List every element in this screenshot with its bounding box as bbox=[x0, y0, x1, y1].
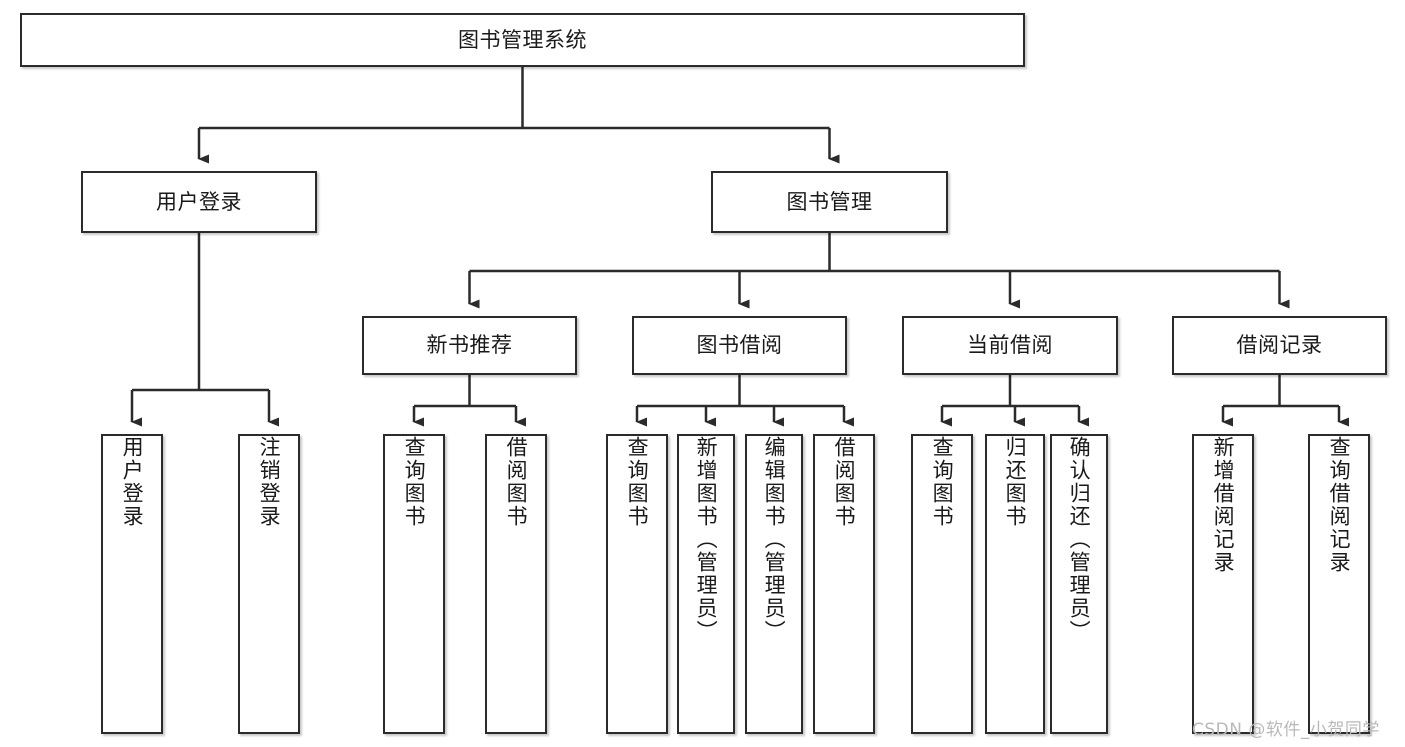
node-leaf-user-login-label: 用户登录 bbox=[120, 436, 145, 528]
node-leaf-add-borrow-record-label: 新增借阅记录 bbox=[1211, 436, 1236, 574]
node-leaf-query-book-3[interactable]: 查询图书 bbox=[911, 434, 973, 734]
node-leaf-user-login[interactable]: 用户登录 bbox=[101, 434, 163, 734]
node-current-borrow-label: 当前借阅 bbox=[967, 333, 1053, 358]
node-book-manage[interactable]: 图书管理 bbox=[711, 171, 948, 233]
node-leaf-query-borrow-record-label: 查询借阅记录 bbox=[1327, 436, 1352, 574]
node-leaf-user-logout-label: 注销登录 bbox=[257, 436, 282, 528]
node-book-borrow[interactable]: 图书借阅 bbox=[632, 316, 847, 375]
node-leaf-borrow-book-2-label: 借阅图书 bbox=[832, 436, 857, 528]
node-leaf-confirm-return-admin-label: 确认归还（管理员） bbox=[1067, 436, 1092, 643]
node-root-label: 图书管理系统 bbox=[458, 27, 587, 52]
node-user-login[interactable]: 用户登录 bbox=[81, 171, 317, 233]
node-leaf-query-book-1-label: 查询图书 bbox=[402, 436, 427, 528]
node-leaf-confirm-return-admin[interactable]: 确认归还（管理员） bbox=[1050, 434, 1108, 734]
node-book-borrow-label: 图书借阅 bbox=[696, 333, 783, 358]
node-new-book-recommend-label: 新书推荐 bbox=[426, 333, 513, 358]
node-leaf-return-book[interactable]: 归还图书 bbox=[985, 434, 1045, 734]
node-leaf-query-book-2[interactable]: 查询图书 bbox=[606, 434, 668, 734]
node-borrow-record[interactable]: 借阅记录 bbox=[1172, 316, 1387, 375]
node-leaf-query-book-2-label: 查询图书 bbox=[625, 436, 650, 528]
node-current-borrow[interactable]: 当前借阅 bbox=[902, 316, 1118, 375]
node-leaf-edit-book-admin[interactable]: 编辑图书（管理员） bbox=[745, 434, 803, 734]
node-leaf-edit-book-admin-label: 编辑图书（管理员） bbox=[762, 436, 787, 643]
node-leaf-borrow-book-2[interactable]: 借阅图书 bbox=[813, 434, 875, 734]
node-leaf-add-book-admin[interactable]: 新增图书（管理员） bbox=[677, 434, 735, 734]
node-leaf-add-book-admin-label: 新增图书（管理员） bbox=[694, 436, 719, 643]
node-leaf-add-borrow-record[interactable]: 新增借阅记录 bbox=[1192, 434, 1254, 734]
node-borrow-record-label: 借阅记录 bbox=[1236, 333, 1323, 358]
node-leaf-user-logout[interactable]: 注销登录 bbox=[238, 434, 300, 734]
node-leaf-query-borrow-record[interactable]: 查询借阅记录 bbox=[1308, 434, 1370, 734]
csdn-watermark: CSDN @软件_小贺同学 bbox=[1192, 720, 1380, 740]
node-new-book-recommend[interactable]: 新书推荐 bbox=[362, 316, 577, 375]
node-leaf-return-book-label: 归还图书 bbox=[1003, 436, 1028, 528]
node-leaf-borrow-book-1[interactable]: 借阅图书 bbox=[485, 434, 547, 734]
node-leaf-borrow-book-1-label: 借阅图书 bbox=[504, 436, 529, 528]
node-book-manage-label: 图书管理 bbox=[786, 189, 873, 214]
node-root[interactable]: 图书管理系统 bbox=[20, 13, 1025, 67]
node-user-login-label: 用户登录 bbox=[156, 189, 242, 214]
node-leaf-query-book-3-label: 查询图书 bbox=[930, 436, 955, 528]
node-leaf-query-book-1[interactable]: 查询图书 bbox=[383, 434, 445, 734]
